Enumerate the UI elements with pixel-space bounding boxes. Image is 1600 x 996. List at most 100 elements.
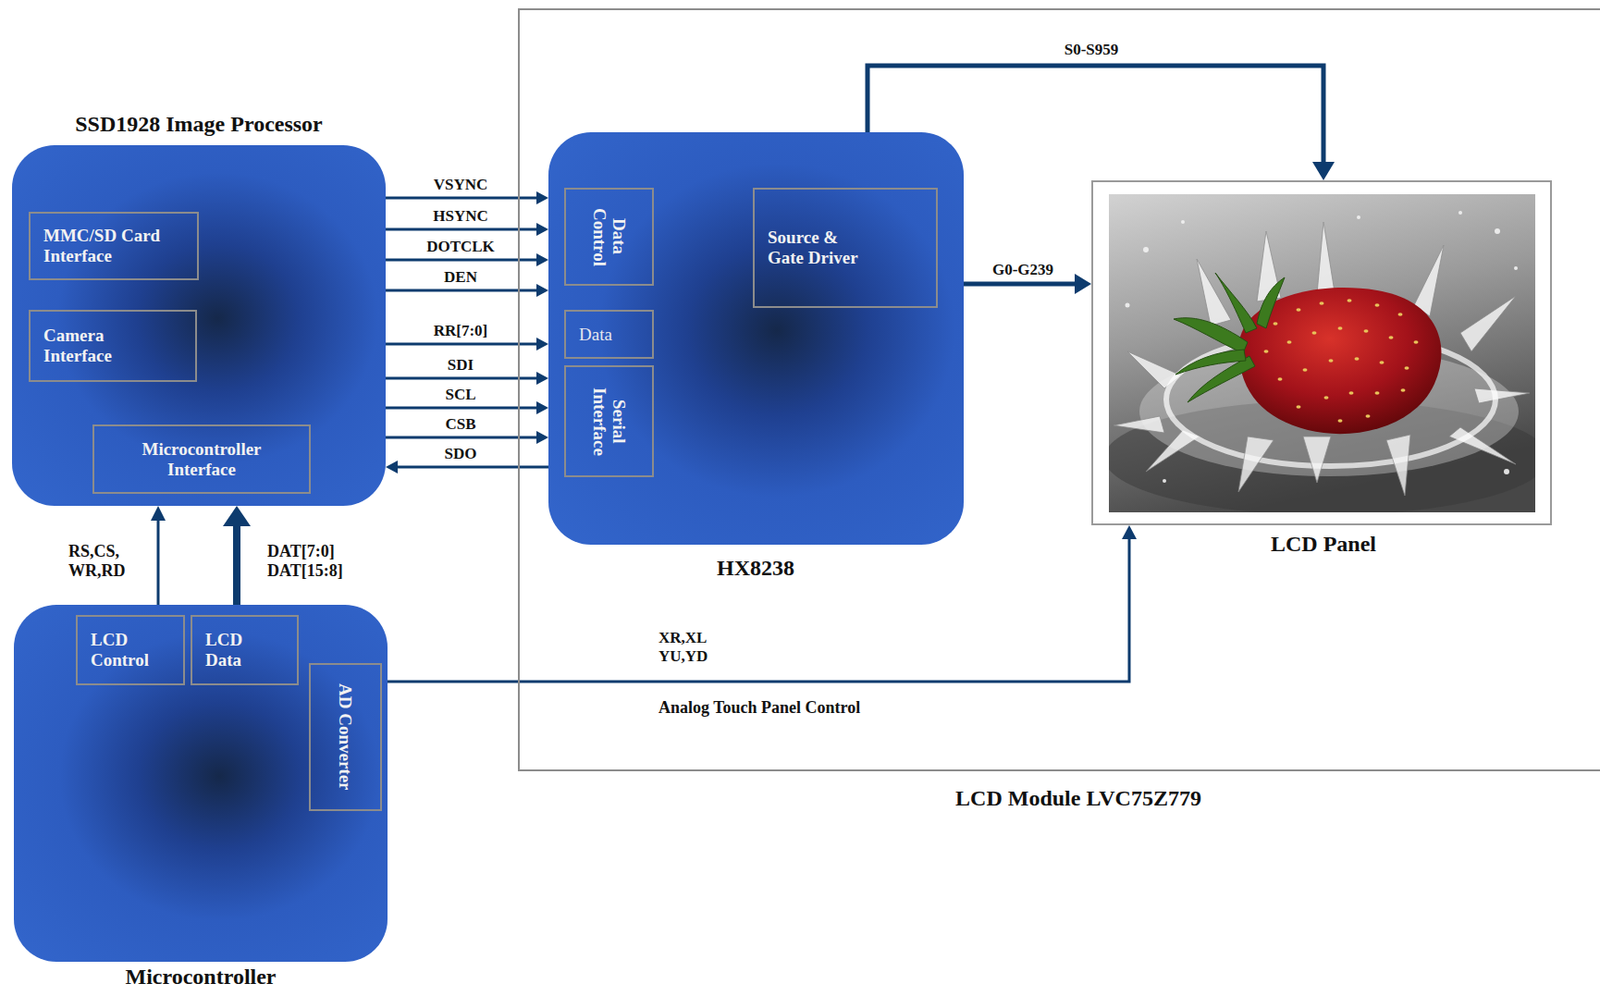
photo-part	[1513, 266, 1518, 271]
connector-line	[157, 519, 160, 605]
photo-part	[1287, 340, 1293, 345]
signal-label: SDI	[447, 356, 474, 375]
block-label: Camera Interface	[43, 325, 146, 367]
block-title: LCD Module LVC75Z779	[955, 786, 1202, 811]
connector-line	[385, 289, 538, 293]
photo-part	[1215, 272, 1257, 333]
signal-connector	[385, 191, 549, 205]
photo-part	[1364, 329, 1369, 333]
block-label: LCD Data	[205, 629, 261, 671]
photo-part	[1316, 221, 1335, 295]
photo-part	[1319, 301, 1325, 306]
block-label: Data	[578, 324, 613, 345]
photo-part	[1324, 395, 1330, 400]
signal-label: SCL	[444, 385, 476, 405]
photo-part	[1401, 388, 1406, 393]
photo-part	[1389, 335, 1394, 340]
connector-line	[233, 525, 241, 605]
photo-part	[1113, 221, 1530, 472]
photo-part	[1173, 318, 1248, 354]
photo-part	[1181, 220, 1185, 224]
photo-part	[1366, 414, 1371, 419]
photo-part	[1474, 388, 1530, 404]
photo-part	[1264, 298, 1419, 423]
signal-label: S0-S959	[1064, 40, 1120, 60]
signal-connector	[150, 505, 166, 605]
block-title: Microcontroller	[124, 964, 276, 989]
photo-part	[1354, 356, 1360, 361]
serial-box: Serial Interface	[564, 365, 654, 478]
interface-box: Camera Interface	[28, 309, 197, 382]
signal-label: HSYNC	[432, 207, 489, 226]
photo-part	[1458, 210, 1463, 215]
arrowhead	[536, 371, 549, 385]
signal-connector	[387, 525, 1137, 682]
photo-part	[1303, 436, 1331, 483]
block-title: LCD Panel	[1270, 531, 1377, 556]
signal-label: DEN	[443, 268, 478, 287]
connector-line	[396, 466, 549, 469]
photo-part	[1125, 210, 1519, 483]
arrowhead	[536, 283, 549, 297]
signal-label: VSYNC	[433, 175, 489, 195]
photo-part	[1449, 427, 1516, 465]
converter-box: AD Converter	[308, 663, 382, 812]
connector-line	[385, 436, 538, 440]
photo-part	[1238, 436, 1274, 493]
connector-line	[385, 258, 538, 262]
photo-part	[1338, 418, 1343, 423]
photo-part	[1404, 366, 1410, 370]
photo-part	[1175, 349, 1246, 375]
arrowhead	[385, 460, 398, 474]
signal-connector	[385, 401, 549, 415]
photo-part	[1296, 307, 1302, 312]
port-box: LCD Control	[75, 615, 185, 686]
bus-caption: Analog Touch Panel Control	[658, 698, 861, 718]
photo-part	[1296, 405, 1302, 409]
signal-label: RR[7:0]	[433, 321, 489, 341]
photo-part	[1398, 312, 1404, 317]
photo-part	[1173, 272, 1285, 403]
signal-connector	[385, 283, 549, 297]
photo-part	[1162, 479, 1167, 483]
photo-part	[1503, 468, 1510, 475]
arrowhead	[1121, 525, 1137, 540]
connector-line	[385, 406, 538, 410]
block-label: AD Converter	[335, 667, 357, 807]
interface-box: Microcontroller Interface	[92, 424, 311, 494]
connector-line	[385, 343, 538, 346]
arrowhead	[1074, 273, 1092, 295]
block-label: LCD Control	[90, 629, 165, 671]
signal-label: SDO	[444, 444, 478, 464]
signal-connector	[385, 337, 549, 351]
connector-line	[963, 282, 1076, 287]
photo-part	[1238, 434, 1411, 496]
block-label: Serial Interface	[589, 377, 630, 466]
driver-box: Source & Gate Driver	[752, 187, 938, 308]
photo-part	[1113, 416, 1165, 433]
signal-label: XR,XL YU,YD	[658, 628, 733, 665]
photo-part	[1338, 326, 1343, 331]
photo-part	[1379, 360, 1385, 365]
photo-part	[1414, 245, 1444, 317]
signal-connector	[385, 371, 549, 385]
arrowhead	[536, 253, 549, 267]
arrowhead	[536, 222, 549, 236]
arrowhead	[536, 337, 549, 351]
signal-connector	[385, 430, 549, 444]
photo-part	[1494, 228, 1501, 234]
panel-frame: LCD Panel	[1091, 180, 1552, 526]
block-title: SSD1928 Image Processor	[74, 111, 323, 136]
block-title: HX8238	[716, 555, 795, 580]
controller-block: MicrocontrollerLCD ControlLCD DataAD Con…	[13, 604, 388, 962]
connector-line	[385, 228, 538, 232]
port-box: LCD Data	[190, 615, 299, 686]
signal-label: G0-G239	[992, 260, 1054, 280]
signal-connector	[385, 222, 549, 236]
photo-part	[1349, 391, 1354, 395]
photo-part	[1303, 368, 1308, 372]
photo-part	[1460, 295, 1516, 352]
